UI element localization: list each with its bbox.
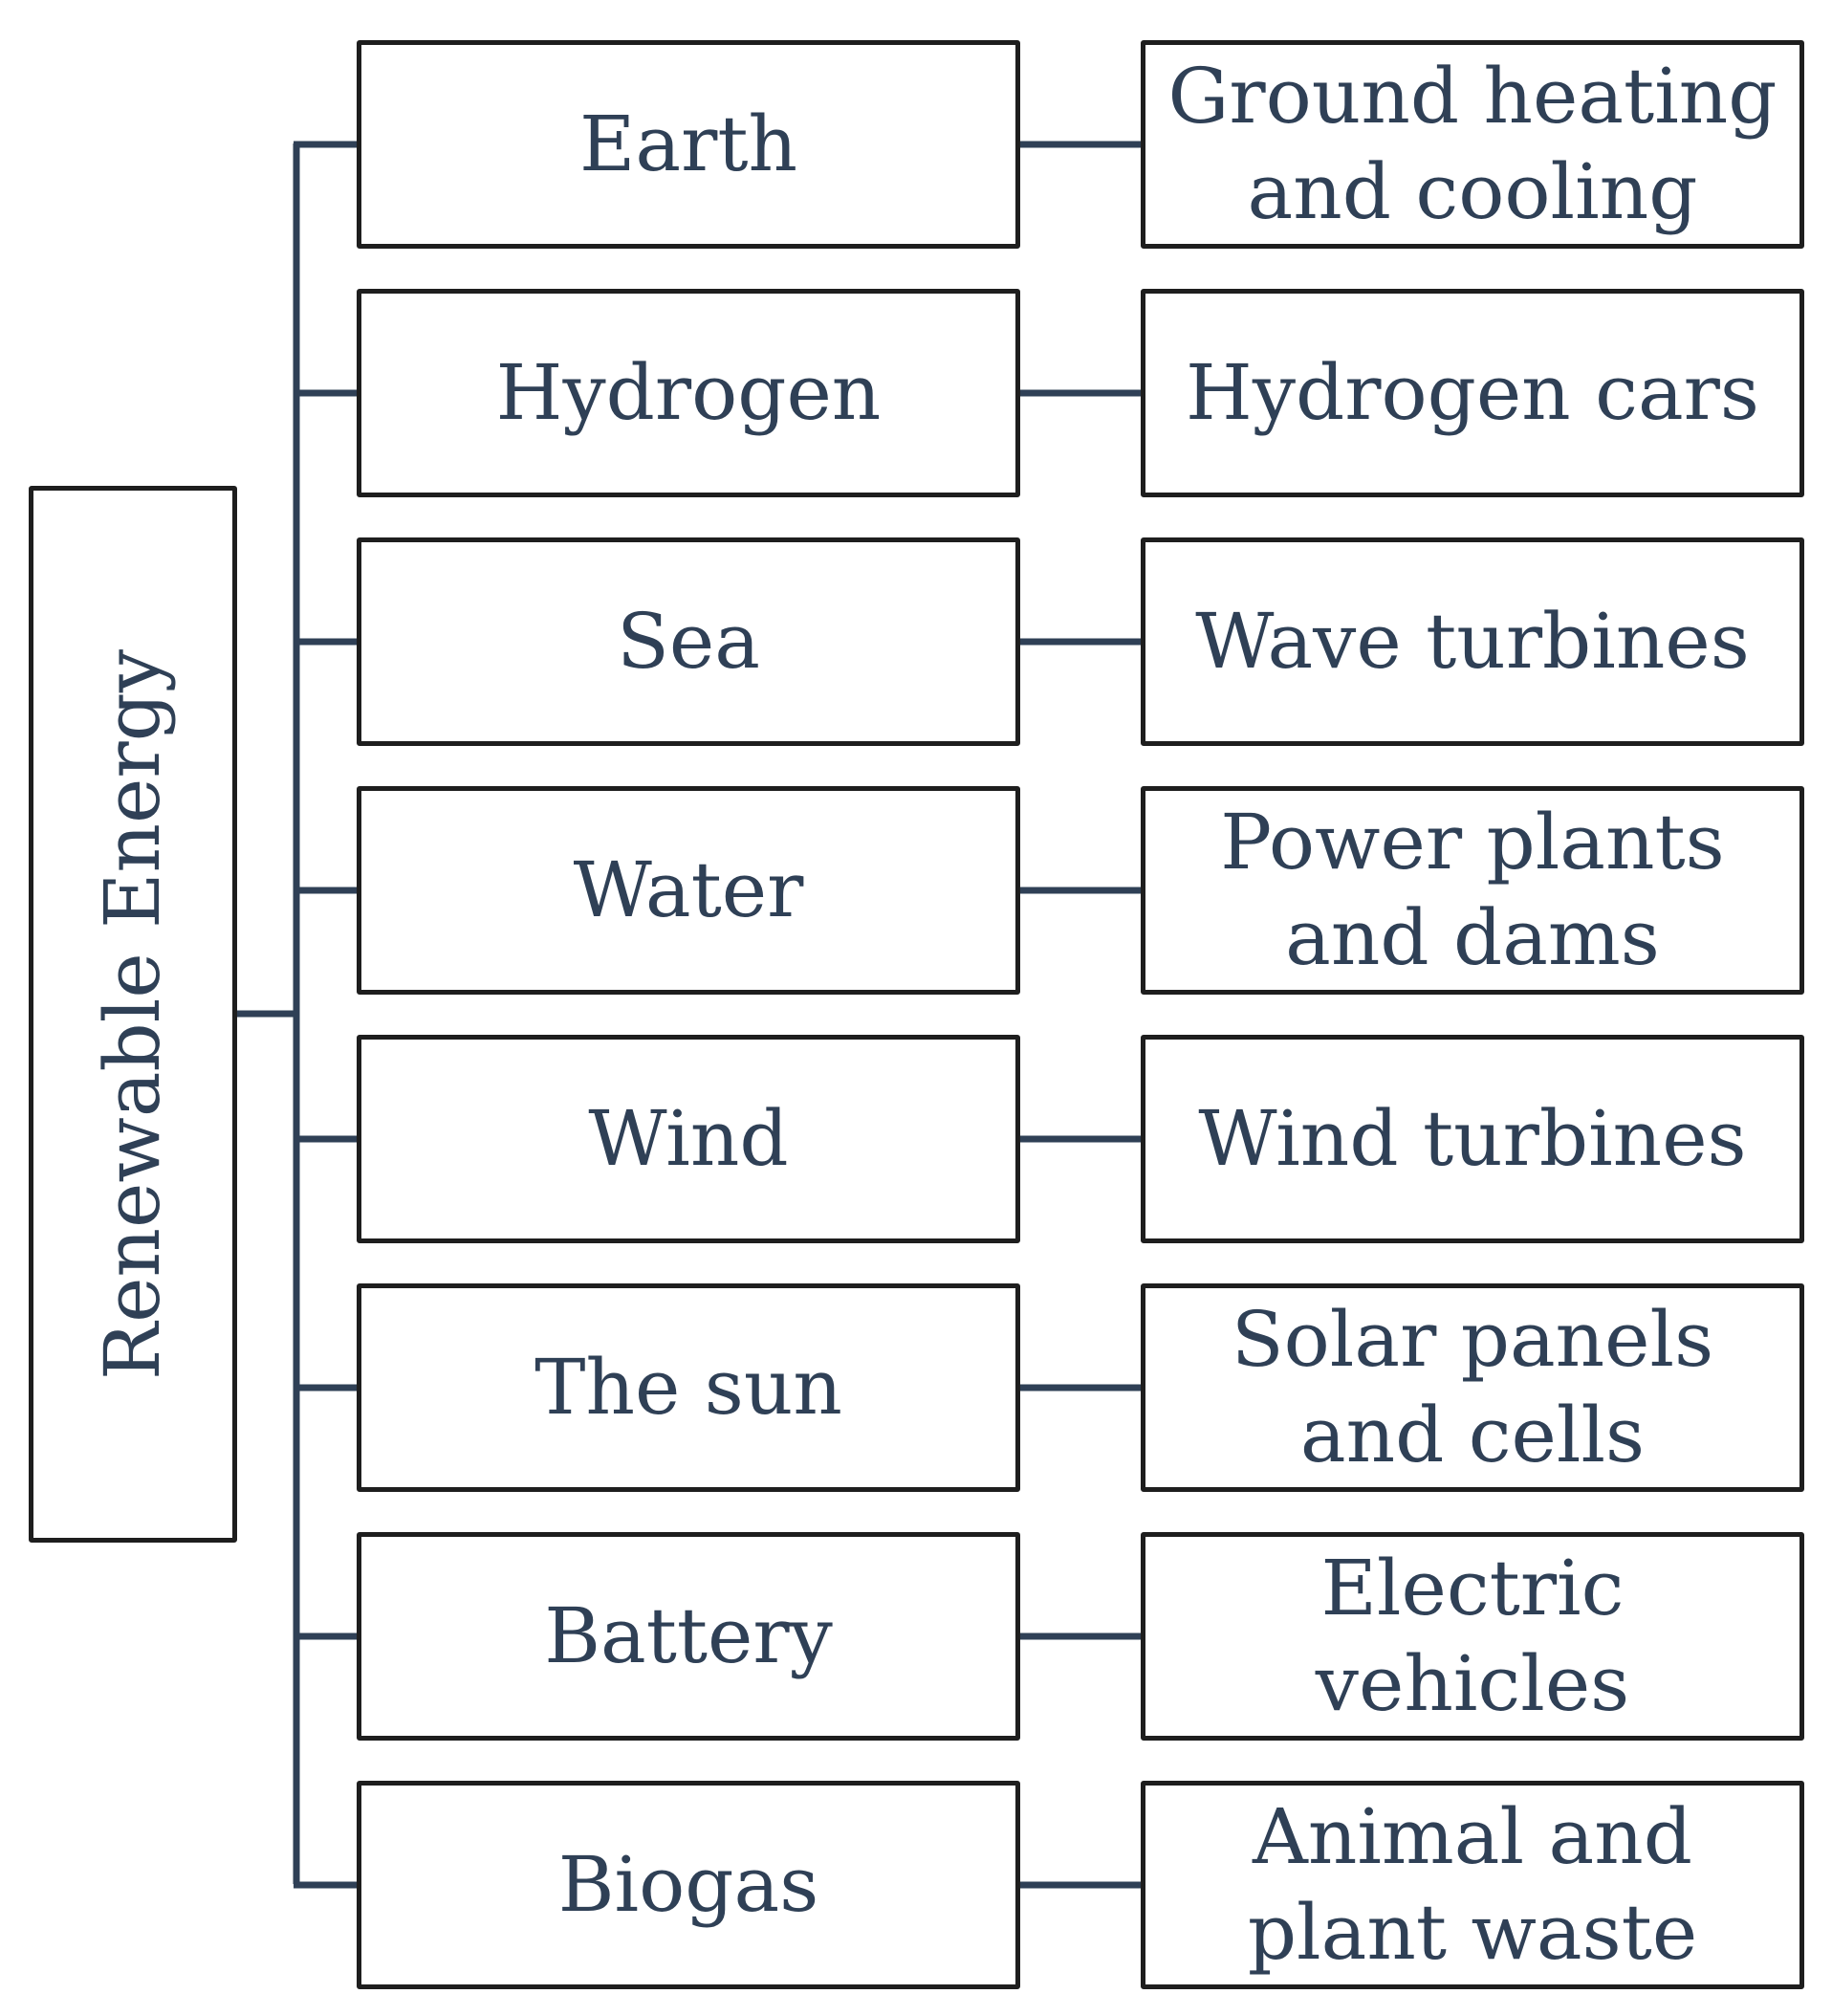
root-node: Renewable Energy bbox=[29, 486, 237, 1543]
application-label: Ground heating and cooling bbox=[1167, 52, 1777, 236]
source-node: Biogas bbox=[357, 1781, 1020, 1989]
application-node: Hydrogen cars bbox=[1141, 289, 1804, 497]
source-label: Hydrogen bbox=[495, 348, 882, 437]
application-node: Power plants and dams bbox=[1141, 786, 1804, 995]
source-node: Wind bbox=[357, 1035, 1020, 1243]
source-node: The sun bbox=[357, 1283, 1020, 1492]
source-label: Wind bbox=[588, 1094, 789, 1183]
source-node: Sea bbox=[357, 537, 1020, 746]
source-label: The sun bbox=[534, 1343, 842, 1432]
source-label: Earth bbox=[578, 99, 797, 188]
source-node: Battery bbox=[357, 1532, 1020, 1741]
application-node: Wave turbines bbox=[1141, 537, 1804, 746]
application-label: Power plants and dams bbox=[1220, 798, 1725, 982]
application-label: Wind turbines bbox=[1198, 1094, 1747, 1183]
source-label: Battery bbox=[544, 1591, 833, 1680]
application-label: Animal and plant waste bbox=[1247, 1792, 1698, 1977]
source-label: Biogas bbox=[557, 1840, 819, 1929]
application-label: Hydrogen cars bbox=[1186, 348, 1759, 437]
source-node: Earth bbox=[357, 40, 1020, 249]
application-node: Wind turbines bbox=[1141, 1035, 1804, 1243]
application-node: Electric vehicles bbox=[1141, 1532, 1804, 1741]
source-label: Sea bbox=[617, 597, 760, 686]
application-label: Solar panels and cells bbox=[1231, 1295, 1714, 1479]
application-node: Ground heating and cooling bbox=[1141, 40, 1804, 249]
application-node: Solar panels and cells bbox=[1141, 1283, 1804, 1492]
application-label: Wave turbines bbox=[1195, 597, 1750, 686]
source-label: Water bbox=[573, 845, 804, 934]
root-label: Renewable Energy bbox=[88, 648, 177, 1380]
source-node: Water bbox=[357, 786, 1020, 995]
source-node: Hydrogen bbox=[357, 289, 1020, 497]
application-label: Electric vehicles bbox=[1315, 1544, 1630, 1728]
application-node: Animal and plant waste bbox=[1141, 1781, 1804, 1989]
